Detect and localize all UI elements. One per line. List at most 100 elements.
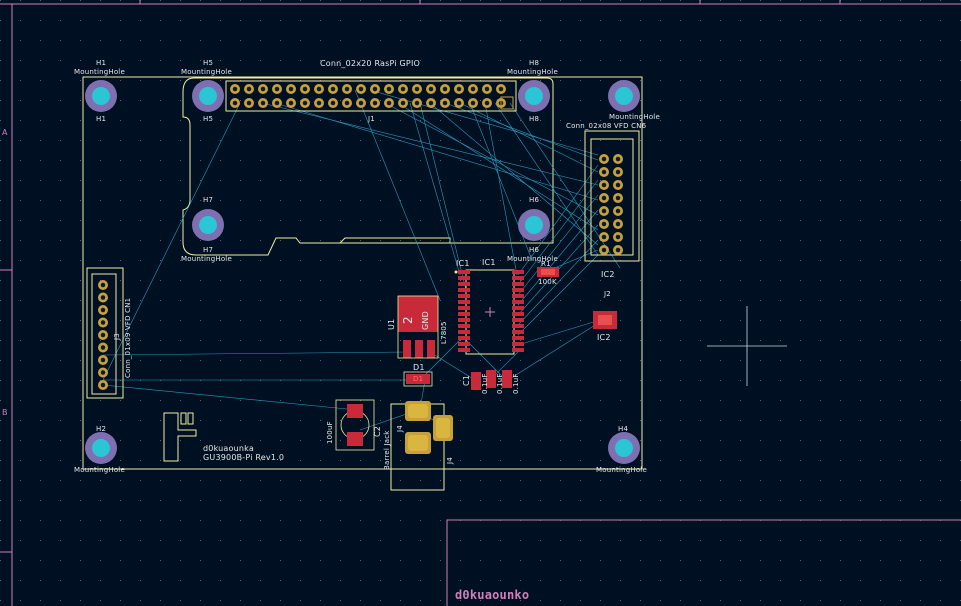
ic1-pad[interactable] — [458, 330, 470, 334]
u1-regulator[interactable] — [397, 295, 439, 359]
j3-pad-hole — [100, 370, 106, 375]
j3-pad-hole — [100, 320, 106, 325]
board-logo — [163, 412, 197, 462]
j2-pad-hole — [601, 221, 607, 227]
j1-pad-hole — [372, 100, 378, 106]
r1-resistor[interactable] — [537, 267, 559, 277]
zone-letter-b: B — [2, 408, 8, 417]
ic1-pad[interactable] — [512, 294, 524, 298]
ic1-pad[interactable] — [458, 324, 470, 328]
label-u1-part: L7805 — [440, 321, 448, 344]
j1-pad-hole — [330, 100, 336, 106]
j2-pad-hole — [615, 247, 621, 253]
j2-pad-hole — [615, 221, 621, 227]
j1-pad-hole — [470, 86, 476, 92]
label-c1-value-a: 0.1uF — [481, 373, 489, 394]
j3-pad-hole — [100, 295, 106, 300]
j3-vfd-cn1-header[interactable] — [86, 267, 124, 399]
j3-pad-hole — [100, 382, 106, 388]
ic1-pad[interactable] — [512, 348, 524, 352]
c1-capacitors[interactable] — [471, 370, 512, 390]
j2-pad-hole — [601, 208, 607, 214]
j1-pad-hole — [484, 86, 490, 92]
j1-pad-hole — [498, 86, 504, 92]
j1-pad-hole — [358, 86, 364, 92]
label-h3-ref: MountingHole — [609, 113, 660, 121]
label-conn-vfd-cn1: Conn_01x09 VFD CN1 — [124, 297, 132, 378]
ic1-pad[interactable] — [458, 282, 470, 286]
d1-diode[interactable] — [403, 371, 433, 387]
label-ic1-b: IC1 — [482, 258, 496, 267]
ic1-pad[interactable] — [512, 288, 524, 292]
label-u1-gnd: GND — [421, 311, 430, 330]
j2-pad-hole — [601, 156, 607, 162]
ic1-pad[interactable] — [458, 348, 470, 352]
j1-pad-hole — [246, 86, 252, 92]
ic2-chip[interactable] — [593, 311, 617, 329]
label-conn-gpio: Conn_02x20 RasPi GPIO — [320, 59, 421, 68]
j1-pad-hole — [456, 86, 462, 92]
label-ic2-a: IC2 — [601, 270, 615, 279]
ic1-pad[interactable] — [512, 324, 524, 328]
j1-pad-hole — [442, 86, 448, 92]
j1-pad-hole — [288, 100, 294, 106]
j4-barrel-jack[interactable] — [390, 401, 453, 491]
j3-pad-hole — [100, 282, 106, 288]
j1-pad-hole — [302, 86, 308, 92]
j1-pad-hole — [288, 86, 294, 92]
j2-vfd-cn6-header[interactable] — [584, 130, 640, 262]
j2-pad-hole — [601, 195, 607, 201]
j2-pad-hole — [615, 182, 621, 188]
rpi-outline-bottom — [300, 237, 520, 244]
ic1-pad[interactable] — [458, 294, 470, 298]
j1-pad-hole — [456, 100, 462, 106]
j2-pad-hole — [615, 169, 621, 175]
j1-pad-hole — [400, 100, 406, 106]
j1-pad-hole — [442, 100, 448, 106]
label-h1-ref: MountingHole — [74, 68, 125, 76]
ic1-pad[interactable] — [512, 270, 524, 274]
j1-pad-hole — [470, 100, 476, 106]
ic1-pad[interactable] — [458, 270, 470, 274]
j2-pad-hole — [615, 234, 621, 240]
label-d1: D1 — [413, 363, 425, 372]
label-j2: J2 — [604, 290, 611, 298]
label-u1-pad2: 2 — [401, 316, 415, 324]
ic1-pad[interactable] — [512, 312, 524, 316]
ic1-pad[interactable] — [512, 276, 524, 280]
mounting-holes — [85, 80, 640, 464]
ic1-pad[interactable] — [458, 318, 470, 322]
label-j4-a: J4 — [396, 425, 404, 432]
ic1-pad[interactable] — [512, 318, 524, 322]
label-r1: R1 — [541, 260, 551, 268]
ic1-pad[interactable] — [458, 342, 470, 346]
ic1-pad[interactable] — [458, 276, 470, 280]
j1-gpio-header[interactable] — [225, 80, 517, 112]
label-h4-ref: MountingHole — [596, 466, 647, 474]
ic1-chip[interactable] — [454, 269, 525, 355]
ic1-pad[interactable] — [512, 330, 524, 334]
ic1-pad[interactable] — [458, 300, 470, 304]
label-h8-bottom: H8 — [529, 115, 540, 123]
ic1-pad[interactable] — [512, 306, 524, 310]
label-board-name: GU3900B-Pi Rev1.0 — [203, 453, 285, 462]
ic1-pad[interactable] — [512, 300, 524, 304]
ic1-pad[interactable] — [458, 336, 470, 340]
ic1-pad[interactable] — [458, 312, 470, 316]
label-j1: J1 — [368, 115, 375, 123]
ic1-pad[interactable] — [512, 336, 524, 340]
j1-pin1-marker — [500, 96, 514, 110]
c2-capacitor[interactable] — [335, 399, 375, 451]
j1-pad-hole — [232, 86, 238, 92]
j2-pad-hole — [615, 208, 621, 214]
label-h4-top: H4 — [618, 425, 629, 433]
ic1-pad[interactable] — [458, 288, 470, 292]
j1-pad-hole — [344, 86, 350, 92]
j1-pad-hole — [260, 86, 266, 92]
ic1-pad[interactable] — [512, 282, 524, 286]
ic1-pad[interactable] — [512, 342, 524, 346]
ic1-pad[interactable] — [458, 306, 470, 310]
